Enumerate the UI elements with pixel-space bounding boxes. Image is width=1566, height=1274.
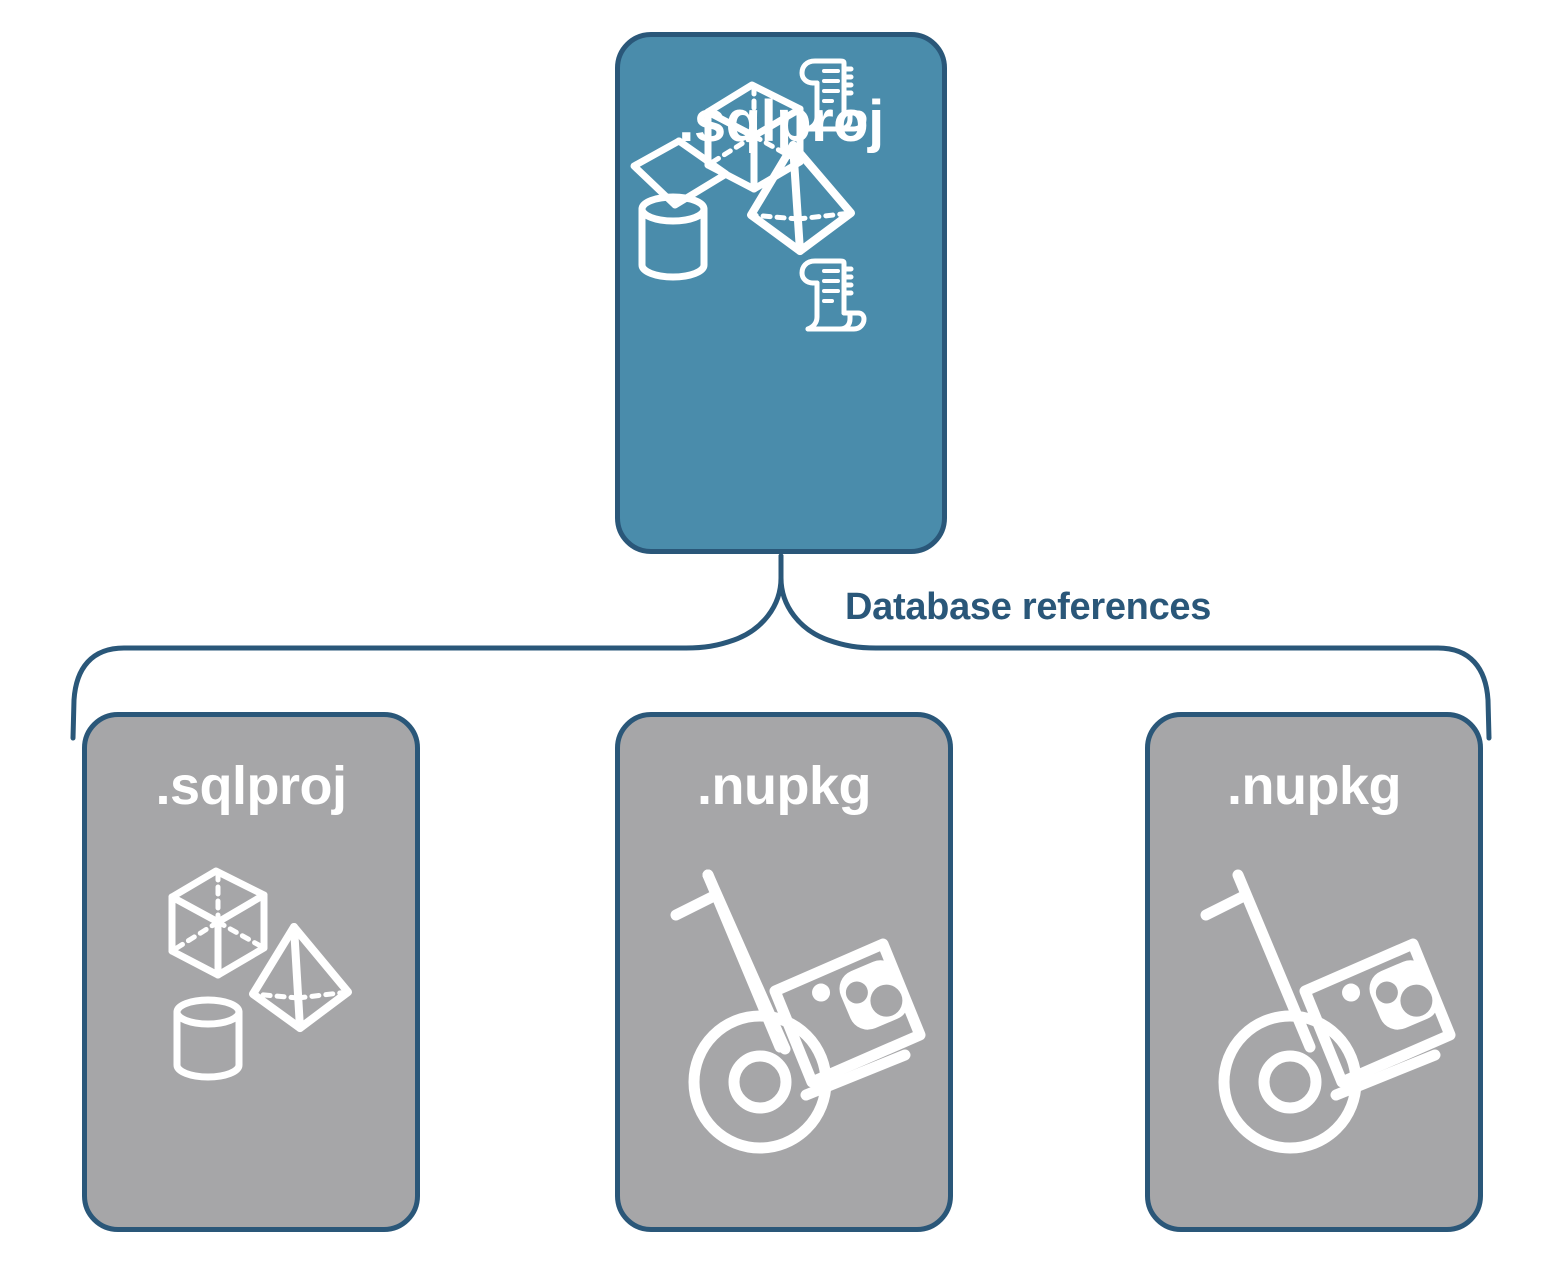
- node-child-nupkg-2[interactable]: .nupkg: [1145, 712, 1483, 1232]
- scroll-script-icon: [799, 258, 867, 332]
- node-child-sqlproj[interactable]: .sqlproj: [82, 712, 420, 1232]
- pyramid-wireframe-icon-main: [747, 141, 855, 255]
- cylinder-wireframe-icon: [638, 193, 708, 281]
- pyramid-wireframe-icon: [249, 923, 352, 1032]
- hand-truck-package-icon: [1200, 869, 1456, 1154]
- nuget-logo-dots: [1375, 981, 1433, 1017]
- child-1-icon-cluster: [168, 867, 352, 1081]
- node-title-child-1: .sqlproj: [155, 756, 347, 816]
- root-icon-cluster: [630, 58, 867, 332]
- hand-truck-package-icon: [670, 869, 926, 1154]
- nuget-logo-dots: [845, 981, 903, 1017]
- cylinder-wireframe-icon: [173, 996, 243, 1081]
- child-3-icon-cluster: [1200, 869, 1456, 1154]
- node-title-child-3: .nupkg: [1227, 756, 1401, 816]
- pyramid-wireframe-icon: [630, 137, 730, 209]
- node-child-nupkg-1[interactable]: .nupkg: [615, 712, 953, 1232]
- node-root-sqlproj[interactable]: .sqlproj: [615, 32, 947, 554]
- scroll-script-icon: [799, 58, 867, 132]
- node-title-child-2: .nupkg: [697, 756, 871, 816]
- child-2-icon-cluster: [670, 869, 926, 1154]
- brace-label-database-references: Database references: [845, 586, 1212, 628]
- cube-wireframe-icon: [168, 867, 268, 979]
